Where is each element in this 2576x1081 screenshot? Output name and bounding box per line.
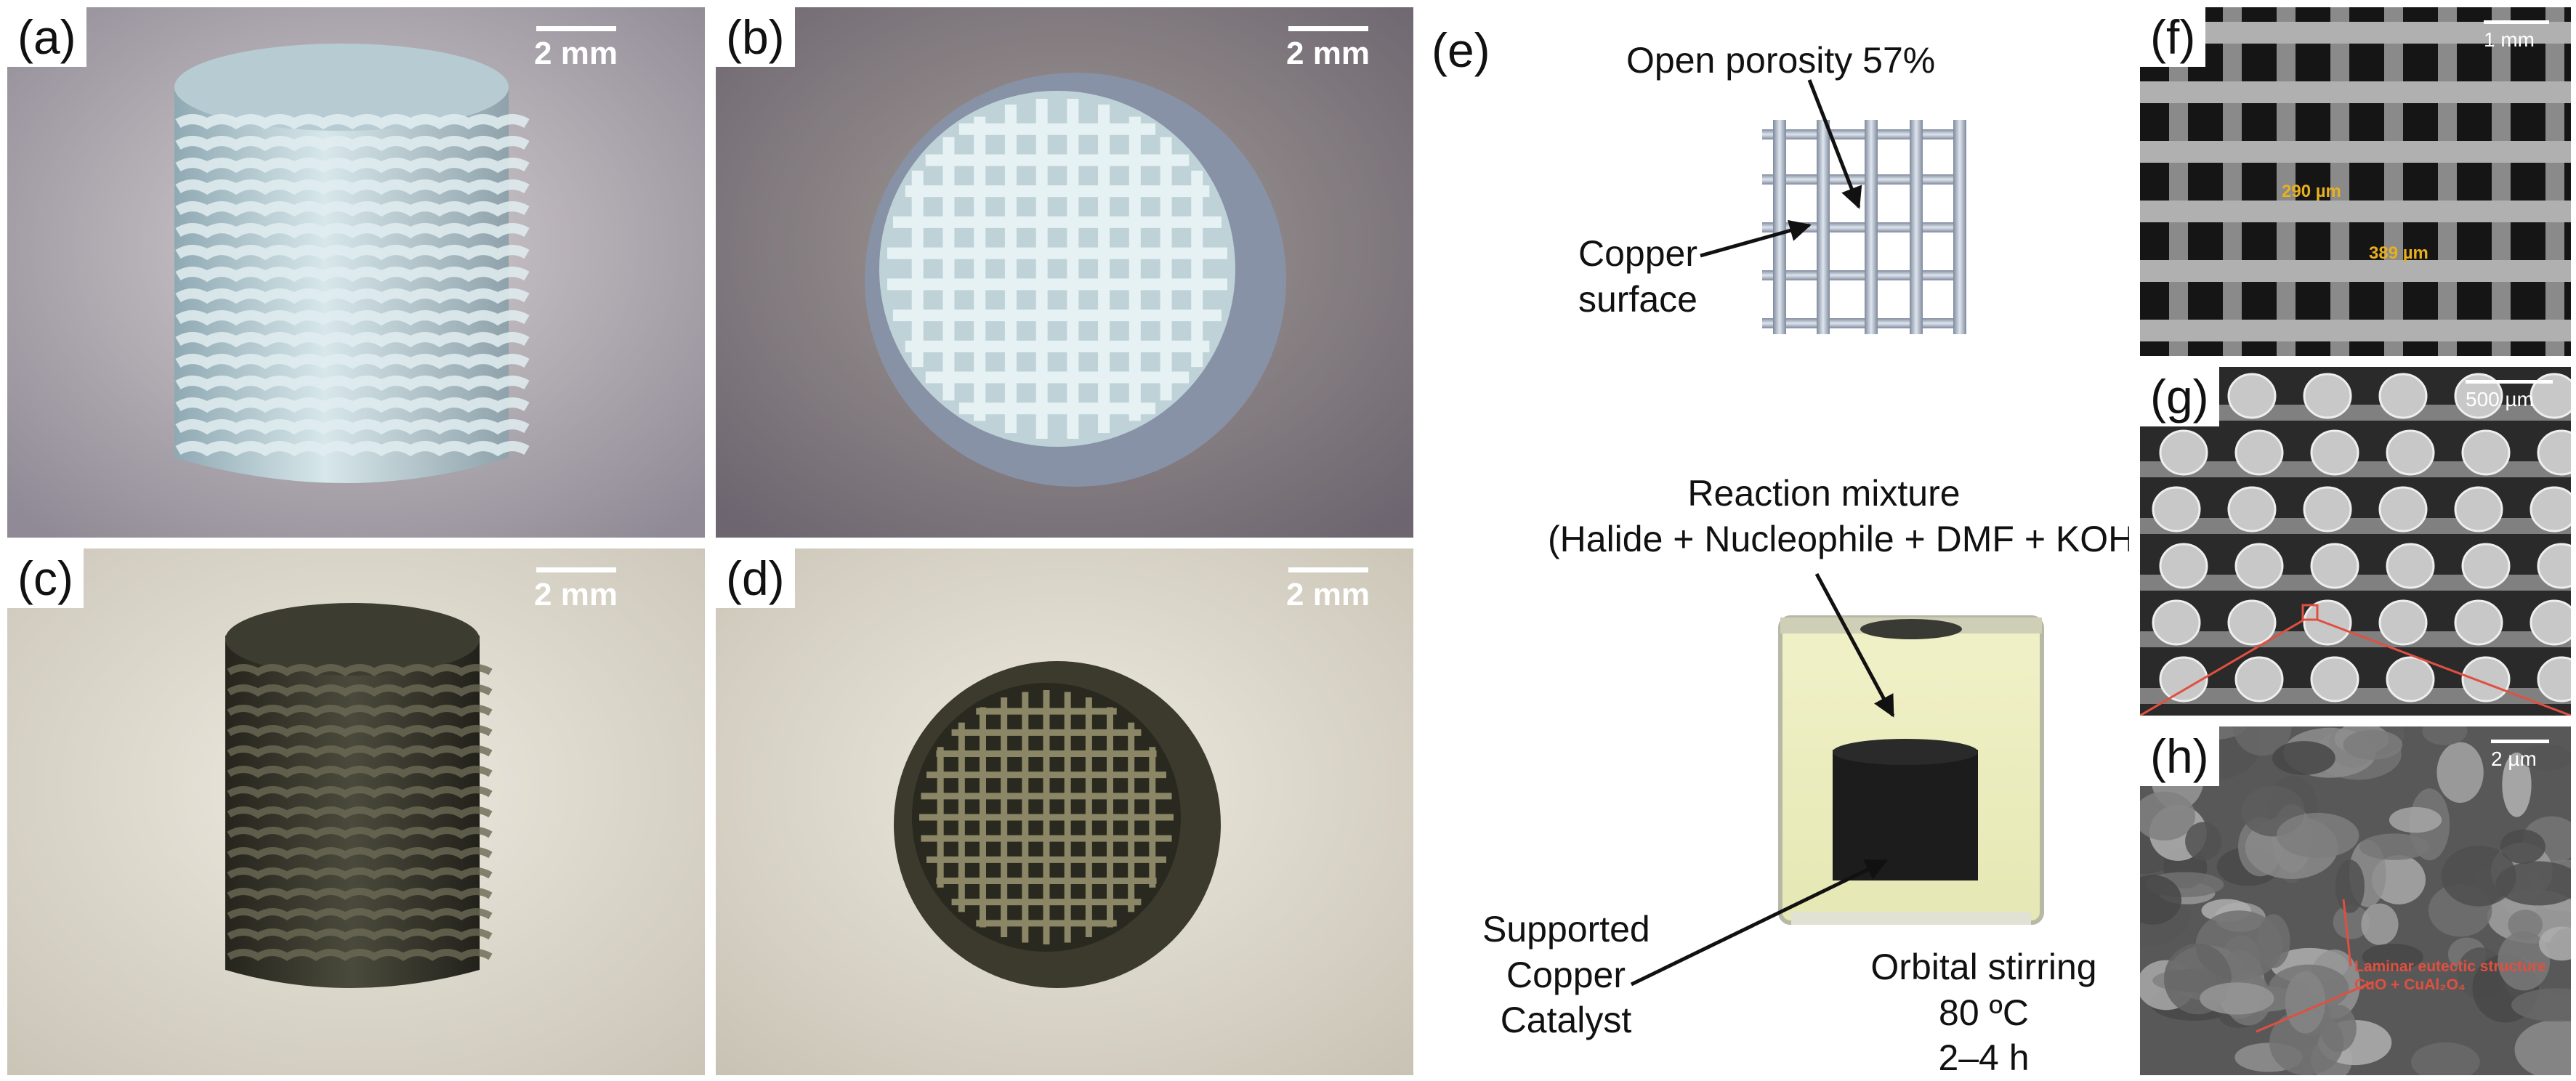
panel-label: (e) [1432, 23, 1490, 77]
panel-b-photo: (b) 2 mm [716, 7, 1413, 538]
scale-bar: 2 mm [1286, 567, 1370, 613]
scale-bar-label: 1 mm [2484, 28, 2535, 51]
scale-bar-label: 500 µm [2466, 388, 2534, 410]
panel-h-sem: (h) 2 µm Laminar eutectic structure CuO … [2140, 726, 2571, 1075]
panel-d-photo: (d) 2 mm [716, 548, 1413, 1075]
white-cylinder-top-image [716, 7, 1413, 538]
panel-e-schematic: (e) Open porosity 57% Copper surface [1424, 0, 2129, 1081]
dark-cylinder-side-image [7, 548, 705, 1075]
sem-microstructure-image [2140, 726, 2571, 1075]
panel-c-photo: (c) 2 mm [7, 548, 705, 1075]
scale-bar-label: 2 mm [534, 577, 618, 612]
panel-a-photo: (a) 2 mm [7, 7, 705, 538]
panel-g-sem: (g) 500 µm [2140, 367, 2571, 716]
lattice-diagram [1762, 120, 1966, 334]
conditions-label: Orbital stirring 80 ºC 2–4 h [1870, 947, 2097, 1078]
scale-bar: 500 µm [2466, 380, 2553, 411]
scale-bar: 2 µm [2491, 740, 2549, 771]
scale-bar-label: 2 mm [534, 36, 618, 71]
scale-bar-label: 2 mm [1286, 36, 1370, 71]
porosity-label: Open porosity 57% [1626, 40, 1936, 81]
scale-bar: 2 mm [534, 26, 618, 72]
schematic-drawing [1630, 79, 2044, 987]
supported-catalyst-label: Supported Copper Catalyst [1482, 909, 1650, 1040]
scale-bar: 2 mm [1286, 26, 1370, 72]
panel-label: (c) [7, 548, 84, 608]
reaction-mixture-label: Reaction mixture (Halide + Nucleophile +… [1548, 473, 2129, 559]
dark-cylinder-top-image [716, 548, 1413, 1075]
panel-label: (f) [2140, 7, 2206, 67]
panel-label: (g) [2140, 367, 2219, 426]
panel-label: (h) [2140, 726, 2219, 786]
panel-label: (a) [7, 7, 86, 67]
scale-bar-label: 2 µm [2491, 748, 2537, 770]
panel-f-sem: (f) 1 mm 290 µm 389 µm [2140, 7, 2571, 356]
sem-lattice-top-image [2140, 7, 2571, 356]
scale-bar: 1 mm [2484, 20, 2549, 52]
spacing-measurement-2: 389 µm [2369, 243, 2428, 263]
scale-bar: 2 mm [534, 567, 618, 613]
eutectic-annotation: Laminar eutectic structure CuO + CuAl₂O₄ [2354, 958, 2546, 994]
copper-surface-label: Copper surface [1578, 233, 1697, 320]
panel-label: (b) [716, 7, 795, 67]
scale-bar-label: 2 mm [1286, 577, 1370, 612]
white-cylinder-side-image [7, 7, 705, 538]
sem-lattice-cross-section-image [2140, 367, 2571, 716]
panel-label: (d) [716, 548, 795, 608]
beaker-photo [1778, 615, 2044, 925]
spacing-measurement-1: 290 µm [2282, 182, 2341, 201]
